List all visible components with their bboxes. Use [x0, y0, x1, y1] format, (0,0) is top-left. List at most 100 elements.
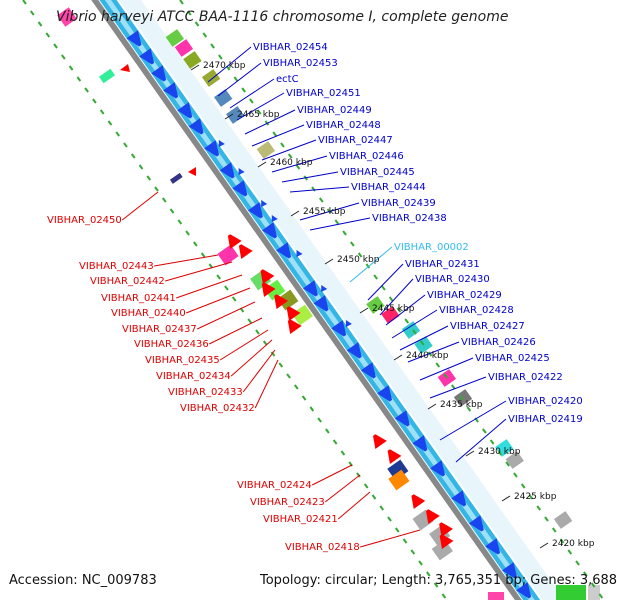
- label-leader: [229, 78, 275, 109]
- gene-label-forward: VIBHAR_02454: [253, 42, 328, 53]
- gene-label-forward: VIBHAR_02427: [450, 321, 525, 332]
- label-leader: [439, 400, 507, 441]
- label-leader: [217, 62, 262, 97]
- ruler-tick: [359, 307, 369, 314]
- label-leader: [251, 124, 305, 147]
- forward-gene-arrow: [219, 162, 235, 179]
- label-leader: [165, 261, 233, 282]
- gene-label-reverse: VIBHAR_02432: [180, 403, 255, 414]
- ruler-tick: [393, 354, 403, 361]
- forward-gene-arrow: [151, 65, 167, 82]
- gene-label-forward: VIBHAR_02453: [263, 58, 338, 69]
- ruler-tick: [224, 113, 234, 120]
- feature-block: [165, 29, 185, 47]
- forward-gene-arrow: [247, 202, 263, 219]
- forward-gene-arrow: [204, 140, 220, 157]
- feature-block: [226, 106, 245, 124]
- feature-block: [57, 7, 77, 27]
- forward-gene-arrow: [377, 385, 393, 402]
- label-leader: [311, 464, 353, 486]
- feature-block: [387, 459, 409, 481]
- backbone-line: [89, 0, 522, 600]
- gene-label-reverse: VIBHAR_02434: [156, 371, 231, 382]
- forward-gene-arrow: [139, 48, 155, 65]
- reverse-gene-arrow: [188, 167, 196, 176]
- reverse-gene-arrow: [261, 282, 276, 297]
- label-leader: [261, 139, 317, 161]
- feature-block: [169, 172, 183, 184]
- dotted-track-left: [22, 0, 447, 599]
- forward-gene-marker: [218, 140, 225, 147]
- gene-label-reverse: VIBHAR_02435: [145, 355, 220, 366]
- gene-label-forward: VIBHAR_02444: [351, 182, 426, 193]
- forward-gene-arrow: [276, 242, 292, 259]
- label-leader: [121, 191, 159, 221]
- label-leader: [391, 309, 438, 339]
- label-leader: [244, 109, 296, 135]
- ruler-label: 2430 kbp: [478, 447, 521, 457]
- ruler-tick: [427, 403, 437, 410]
- label-leader: [419, 357, 474, 381]
- feature-block: [183, 51, 202, 69]
- label-leader: [360, 529, 421, 548]
- gene-label-forward: VIBHAR_00002: [394, 242, 469, 253]
- reverse-gene-arrow: [260, 269, 275, 284]
- gene-label-reverse: VIBHAR_02442: [90, 276, 165, 287]
- reverse-gene-arrow: [120, 64, 130, 72]
- ruler-tick: [290, 210, 300, 217]
- label-leader: [367, 263, 404, 301]
- feature-block: [388, 469, 410, 491]
- feature-block: [98, 68, 116, 84]
- label-leader: [254, 359, 279, 409]
- feature-block: [588, 585, 600, 600]
- gene-label-forward: ectC: [276, 74, 299, 85]
- forward-gene-marker: [296, 250, 303, 257]
- forward-gene-arrow: [126, 30, 142, 47]
- label-leader: [455, 418, 507, 463]
- label-leader: [379, 278, 414, 316]
- feature-block: [505, 451, 524, 469]
- ruler-tick: [501, 495, 511, 502]
- forward-gene-arrow: [412, 435, 428, 452]
- gene-label-forward: VIBHAR_02419: [508, 414, 583, 425]
- gene-label-reverse: VIBHAR_02440: [111, 308, 186, 319]
- gene-label-reverse: VIBHAR_02424: [237, 480, 312, 491]
- forward-gene-marker: [261, 200, 268, 207]
- reverse-gene-arrow: [287, 319, 302, 334]
- ruler-label: 2470 kbp: [203, 61, 246, 71]
- label-leader: [186, 287, 251, 314]
- feature-block: [277, 289, 299, 311]
- reverse-gene-arrow: [286, 306, 301, 321]
- label-leader: [236, 92, 285, 121]
- forward-gene-arrow: [232, 180, 248, 197]
- forward-gene-marker: [238, 168, 245, 175]
- label-leader: [399, 325, 449, 351]
- forward-gene-arrow: [430, 460, 446, 477]
- label-leader: [429, 376, 487, 399]
- gene-label-reverse: VIBHAR_02441: [101, 293, 176, 304]
- forward-gene-arrow: [313, 295, 329, 312]
- gene-label-forward: VIBHAR_02447: [318, 135, 393, 146]
- feature-block: [488, 592, 504, 600]
- feature-block: [401, 321, 421, 339]
- ruler-label: 2465 kbp: [237, 110, 280, 120]
- forward-gene-arrow: [485, 538, 501, 555]
- ruler-label: 2445 kbp: [372, 304, 415, 314]
- map-title: Vibrio harveyi ATCC BAA-1116 chromosome …: [56, 9, 509, 25]
- feature-block: [366, 296, 385, 314]
- label-leader: [196, 301, 256, 330]
- forward-gene-arrow: [346, 342, 362, 359]
- gene-label-forward: VIBHAR_02422: [488, 372, 563, 383]
- forward-gene-marker: [321, 285, 328, 292]
- reverse-gene-arrow: [425, 509, 440, 524]
- ruler-label: 2460 kbp: [270, 158, 313, 168]
- forward-gene-marker: [345, 320, 352, 327]
- gene-label-reverse: VIBHAR_02436: [134, 339, 209, 350]
- gene-label-forward: VIBHAR_02425: [475, 353, 550, 364]
- accession-text: Accession: NC_009783: [9, 573, 157, 588]
- ruler-tick: [539, 542, 549, 549]
- feature-block: [214, 89, 233, 107]
- reverse-gene-arrow: [439, 522, 453, 537]
- label-leader: [230, 339, 273, 377]
- gene-label-reverse: VIBHAR_02450: [47, 215, 122, 226]
